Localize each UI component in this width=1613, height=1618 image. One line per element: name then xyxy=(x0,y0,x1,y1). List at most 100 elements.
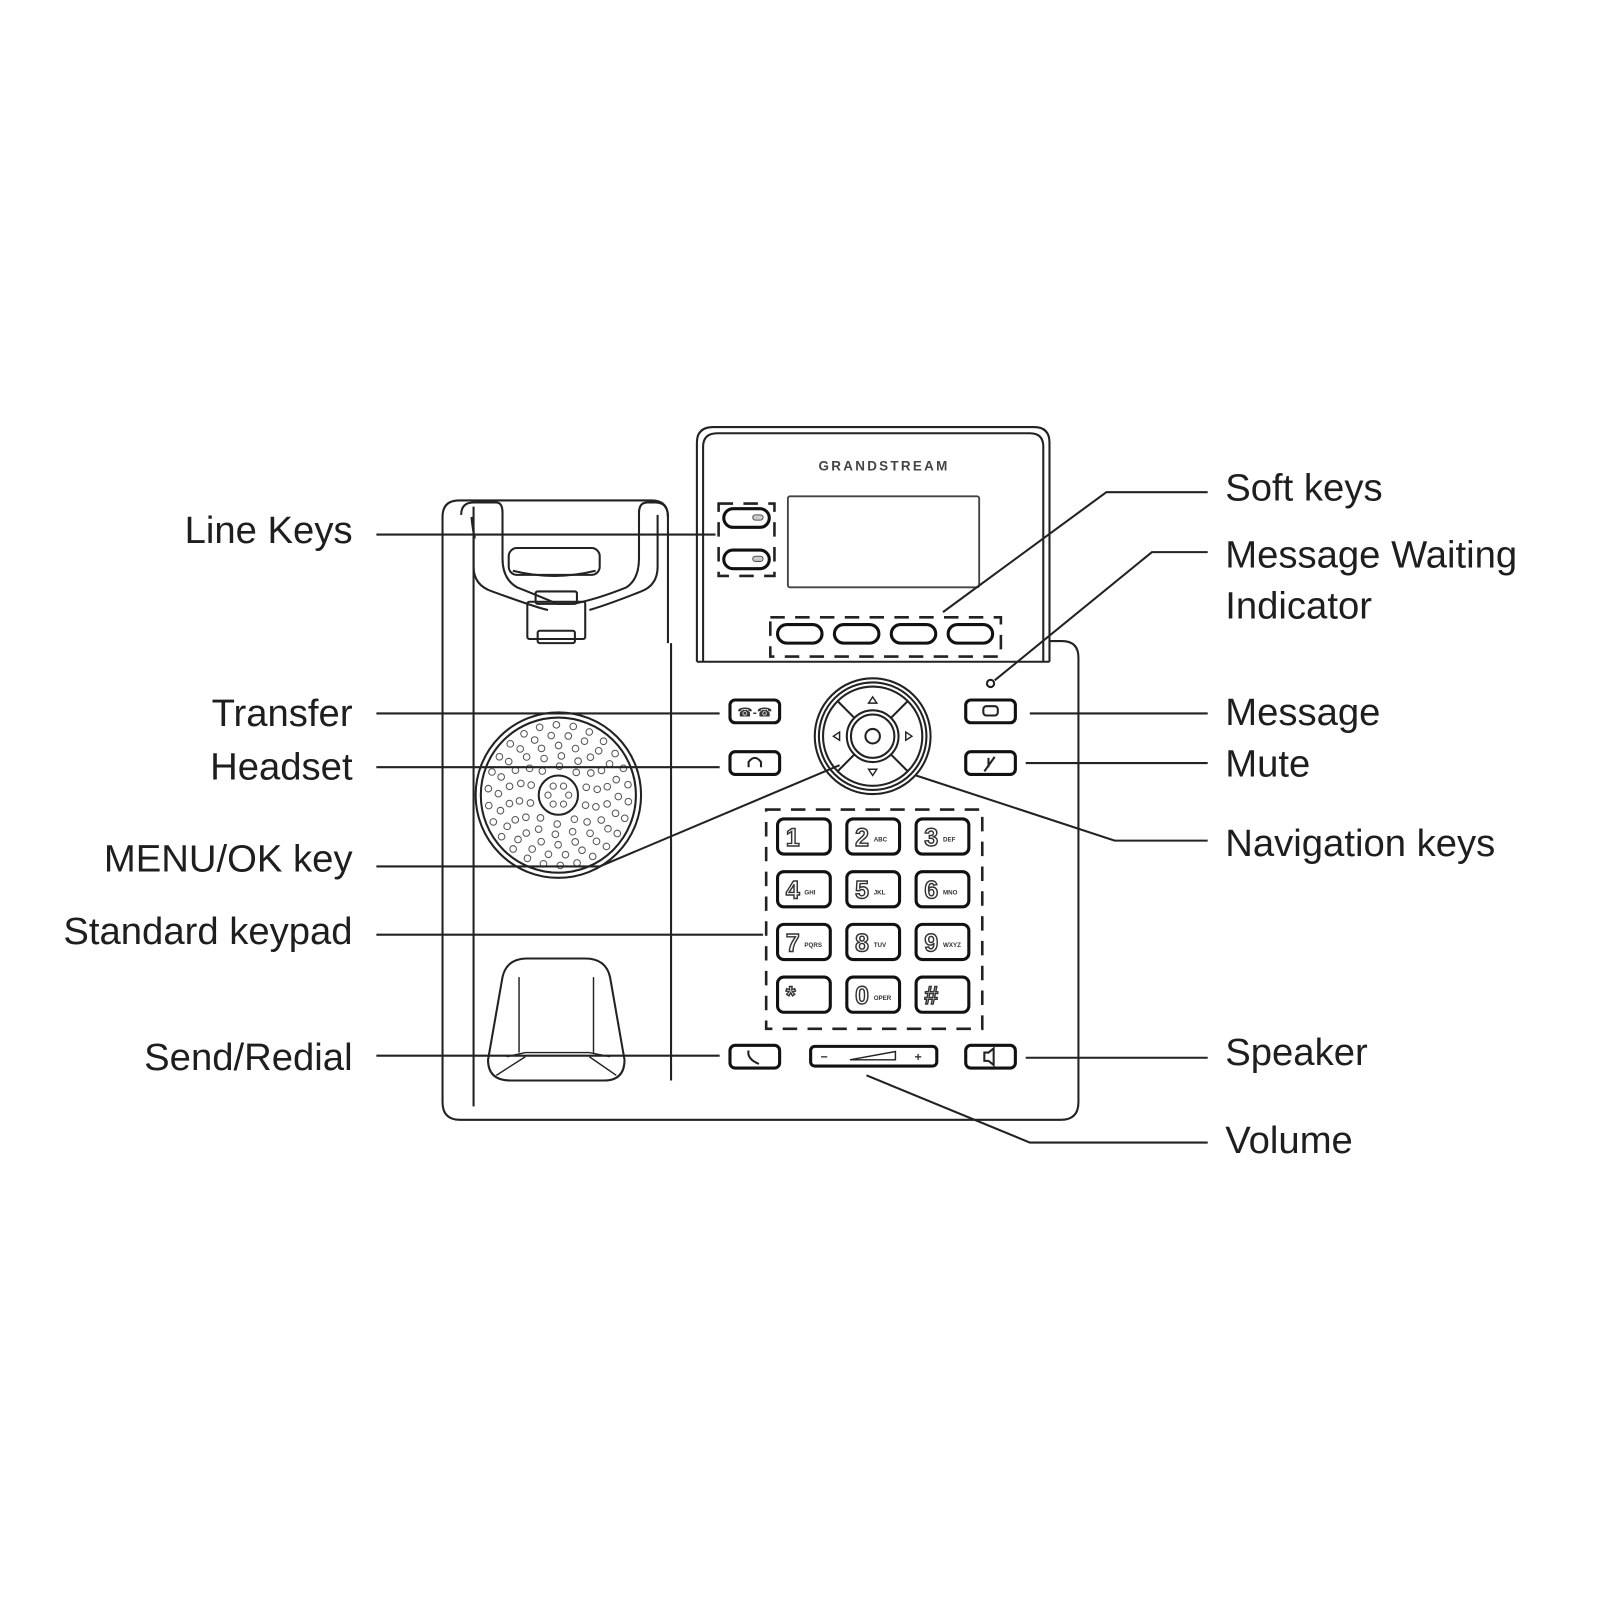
keypad-key-1[interactable]: 1 xyxy=(775,817,832,856)
grille-hole xyxy=(553,820,562,828)
keypad-letters: DEF xyxy=(943,837,956,844)
grille-hole xyxy=(572,768,581,777)
keypad-key-4[interactable]: 4 GHI xyxy=(775,870,832,909)
grille-hole xyxy=(527,781,535,789)
handset-hook xyxy=(460,501,669,1107)
label-speaker: Speaker xyxy=(1225,1031,1368,1074)
grille-hole xyxy=(530,736,539,744)
grille-hole xyxy=(619,764,628,773)
keypad-key-pound[interactable]: # xyxy=(914,975,971,1014)
keypad-digit: 4 xyxy=(786,878,800,905)
grille-hole xyxy=(586,769,595,777)
label-volume: Volume xyxy=(1225,1119,1353,1162)
label-menu-ok: MENU/OK key xyxy=(104,838,354,881)
volume-minus-icon: − xyxy=(820,1050,827,1064)
grille-hole xyxy=(582,783,591,792)
grille-hole xyxy=(534,825,543,833)
grille-hole xyxy=(602,842,611,851)
transfer-button[interactable]: ☎-☎ xyxy=(728,698,782,725)
grille-hole xyxy=(544,850,553,859)
brand-logo: GRANDSTREAM xyxy=(819,458,950,473)
grille-hole xyxy=(509,845,517,853)
label-message: Message xyxy=(1225,691,1380,734)
label-standard-keypad: Standard keypad xyxy=(63,910,352,953)
grille-hole xyxy=(554,840,562,849)
volume-rocker[interactable]: − + xyxy=(809,1044,939,1068)
line-keys-group xyxy=(717,502,776,578)
grille-hole xyxy=(599,737,608,746)
grille-hole xyxy=(604,824,612,833)
keypad-digit: 3 xyxy=(924,825,938,852)
lcd-screen xyxy=(786,495,981,589)
grille-hole xyxy=(568,827,577,836)
headset-button[interactable] xyxy=(728,750,782,776)
keypad-key-3[interactable]: 3 DEF xyxy=(914,817,971,856)
grille-hole xyxy=(565,791,573,799)
grille-hole xyxy=(551,830,560,839)
keypad-digit: 2 xyxy=(855,825,869,852)
grille-hole xyxy=(552,720,561,729)
phone-handset-icon xyxy=(747,1050,760,1065)
label-navigation-keys: Navigation keys xyxy=(1225,822,1495,865)
send-redial-button[interactable] xyxy=(728,1043,782,1070)
menu-ok-button[interactable] xyxy=(845,709,900,764)
keypad-letters: PQRS xyxy=(804,942,822,949)
grille-hole xyxy=(580,737,589,745)
grille-hole xyxy=(574,757,582,765)
soft-key-4[interactable] xyxy=(946,622,995,645)
grille-hole xyxy=(505,782,514,791)
navigation-cluster xyxy=(813,677,932,796)
speaker-button[interactable] xyxy=(964,1043,1017,1070)
grille-hole xyxy=(515,797,524,805)
soft-key-2[interactable] xyxy=(832,622,881,645)
mute-button[interactable] xyxy=(964,750,1017,776)
grille-hole xyxy=(586,753,595,762)
label-transfer: Transfer xyxy=(212,692,353,735)
leader-lines xyxy=(376,491,1208,1144)
keypad-digit: 8 xyxy=(855,930,869,957)
grille-hole xyxy=(489,818,498,826)
grille-hole xyxy=(593,785,602,794)
message-button[interactable] xyxy=(964,698,1017,725)
grille-hole xyxy=(603,800,611,808)
nav-down-key[interactable] xyxy=(867,768,879,777)
grille-hole xyxy=(494,789,503,798)
grille-hole xyxy=(544,791,552,799)
soft-key-3[interactable] xyxy=(889,622,938,645)
keypad-key-7[interactable]: 7 PQRS xyxy=(775,922,832,962)
label-message-waiting: Message Waiting xyxy=(1225,534,1517,577)
keypad-digit: * xyxy=(786,983,796,1010)
grille-hole xyxy=(496,806,505,815)
grille-hole xyxy=(488,768,496,776)
nav-right-key[interactable] xyxy=(905,730,914,742)
label-indicator: Indicator xyxy=(1225,584,1372,627)
line-key-2[interactable] xyxy=(722,548,771,571)
grille-hole xyxy=(585,728,594,736)
keypad-letters: GHI xyxy=(804,889,815,896)
nav-left-key[interactable] xyxy=(832,730,841,742)
line-key-1[interactable] xyxy=(722,507,771,529)
keypad-letters: JKL xyxy=(874,889,886,896)
keypad-digit: 7 xyxy=(786,930,800,957)
grille-hole xyxy=(505,799,514,808)
grille-hole xyxy=(484,784,493,793)
soft-key-1[interactable] xyxy=(775,622,824,645)
keypad-key-star[interactable]: * xyxy=(775,975,832,1014)
grille-hole xyxy=(578,846,586,855)
labels-left: Line Keys Transfer Headset MENU/OK key S… xyxy=(63,509,353,1079)
keypad-digit: 6 xyxy=(924,878,938,905)
grille-hole xyxy=(594,746,603,755)
grille-hole xyxy=(525,764,534,773)
grille-hole xyxy=(624,797,633,806)
grille-hole xyxy=(613,829,622,838)
grille-hole xyxy=(564,732,573,740)
nav-up-key[interactable] xyxy=(867,695,879,704)
grille-hole xyxy=(520,729,528,738)
